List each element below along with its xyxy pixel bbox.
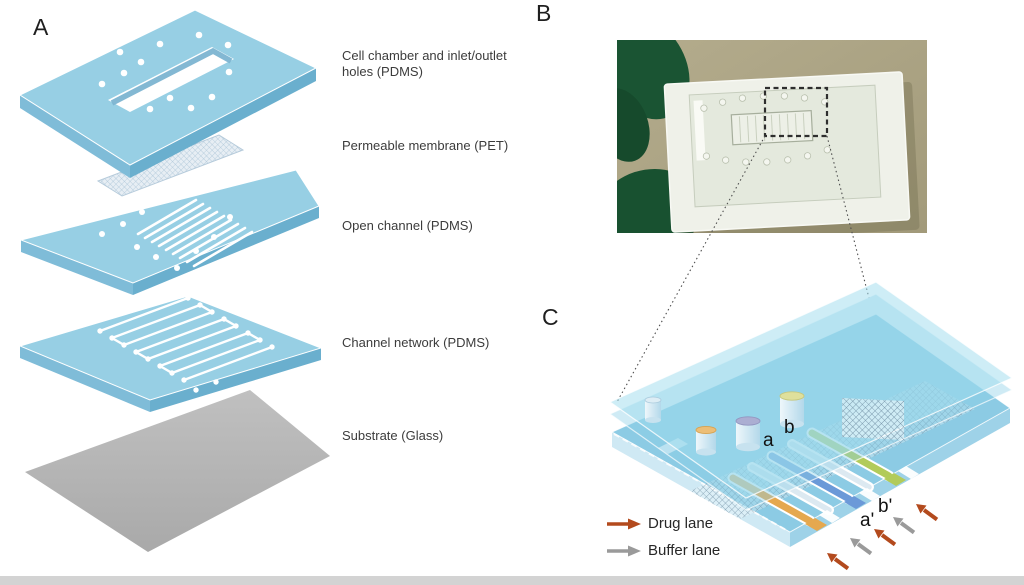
layer-cell-chamber: [18, 9, 318, 178]
label-channel-network: Channel network (PDMS): [342, 335, 490, 350]
well-b: [779, 391, 805, 429]
layer-channel-network: [18, 295, 323, 412]
drug-arrow-icon: [825, 551, 850, 571]
blue-lane-outlet: [844, 496, 866, 509]
label-substrate: Substrate (Glass): [342, 428, 444, 443]
outlet-gaps: [819, 466, 919, 523]
label-membrane: Permeable membrane (PET): [342, 138, 509, 153]
panel-a-letter: A: [33, 14, 49, 40]
outlet-a-label: a': [860, 510, 875, 531]
drug-arrow-icon: [872, 527, 897, 547]
label-open-channel: Open channel (PDMS): [342, 218, 473, 233]
well-a: [735, 416, 761, 452]
drug-arrow-icon: [914, 502, 939, 522]
panel-c-illustration: [607, 281, 1014, 571]
chamber-slot-opening: [108, 47, 234, 112]
layer-open-channel: [19, 169, 320, 295]
buffer-lane-legend-label: Buffer lane: [648, 542, 721, 559]
panel-a-illustration: [18, 9, 330, 552]
label-cell-chamber: Cell chamber and inlet/outlet holes (PDM…: [342, 48, 507, 79]
buffer-lane-legend-arrow-icon: [607, 545, 641, 557]
pdms-chip: [688, 84, 882, 208]
buffer-arrow-icon: [848, 536, 873, 556]
drug-lane-legend-label: Drug lane: [648, 515, 714, 532]
panel-b-photo: [616, 40, 927, 403]
well-inlet-orange: [695, 425, 717, 456]
well-b-label: b: [784, 417, 795, 438]
orange-lane-outlet: [805, 518, 827, 531]
mesh-wall: [842, 398, 904, 440]
outlet-b-label: b': [878, 496, 893, 517]
layer-substrate: [25, 390, 330, 552]
buffer-arrow-icon: [891, 515, 916, 535]
inlet-holes-layer1: [98, 31, 233, 113]
chamber-slot-inner-wall: [110, 47, 233, 106]
drug-lane-legend-arrow-icon: [607, 518, 641, 530]
zoom-connector-line: [616, 135, 766, 403]
inlet-ports: [700, 92, 831, 166]
well-a-label: a: [763, 430, 774, 451]
green-lane-outlet: [884, 473, 906, 486]
channel-end-dots: [97, 295, 275, 393]
panel-c-letter: C: [542, 304, 560, 330]
zoom-dashed-box: [763, 86, 829, 138]
chip-label-strip: [693, 100, 706, 161]
open-channel-slots: [136, 198, 254, 268]
zoom-connector-line: [826, 135, 870, 299]
cut-edge-dashes: [613, 433, 789, 532]
panel-b-letter: B: [536, 0, 552, 26]
glove-finger: [617, 88, 650, 162]
inlet-holes-layer2: [99, 181, 233, 271]
bottom-edge-strip: [0, 576, 1024, 585]
well-small: [644, 396, 662, 423]
